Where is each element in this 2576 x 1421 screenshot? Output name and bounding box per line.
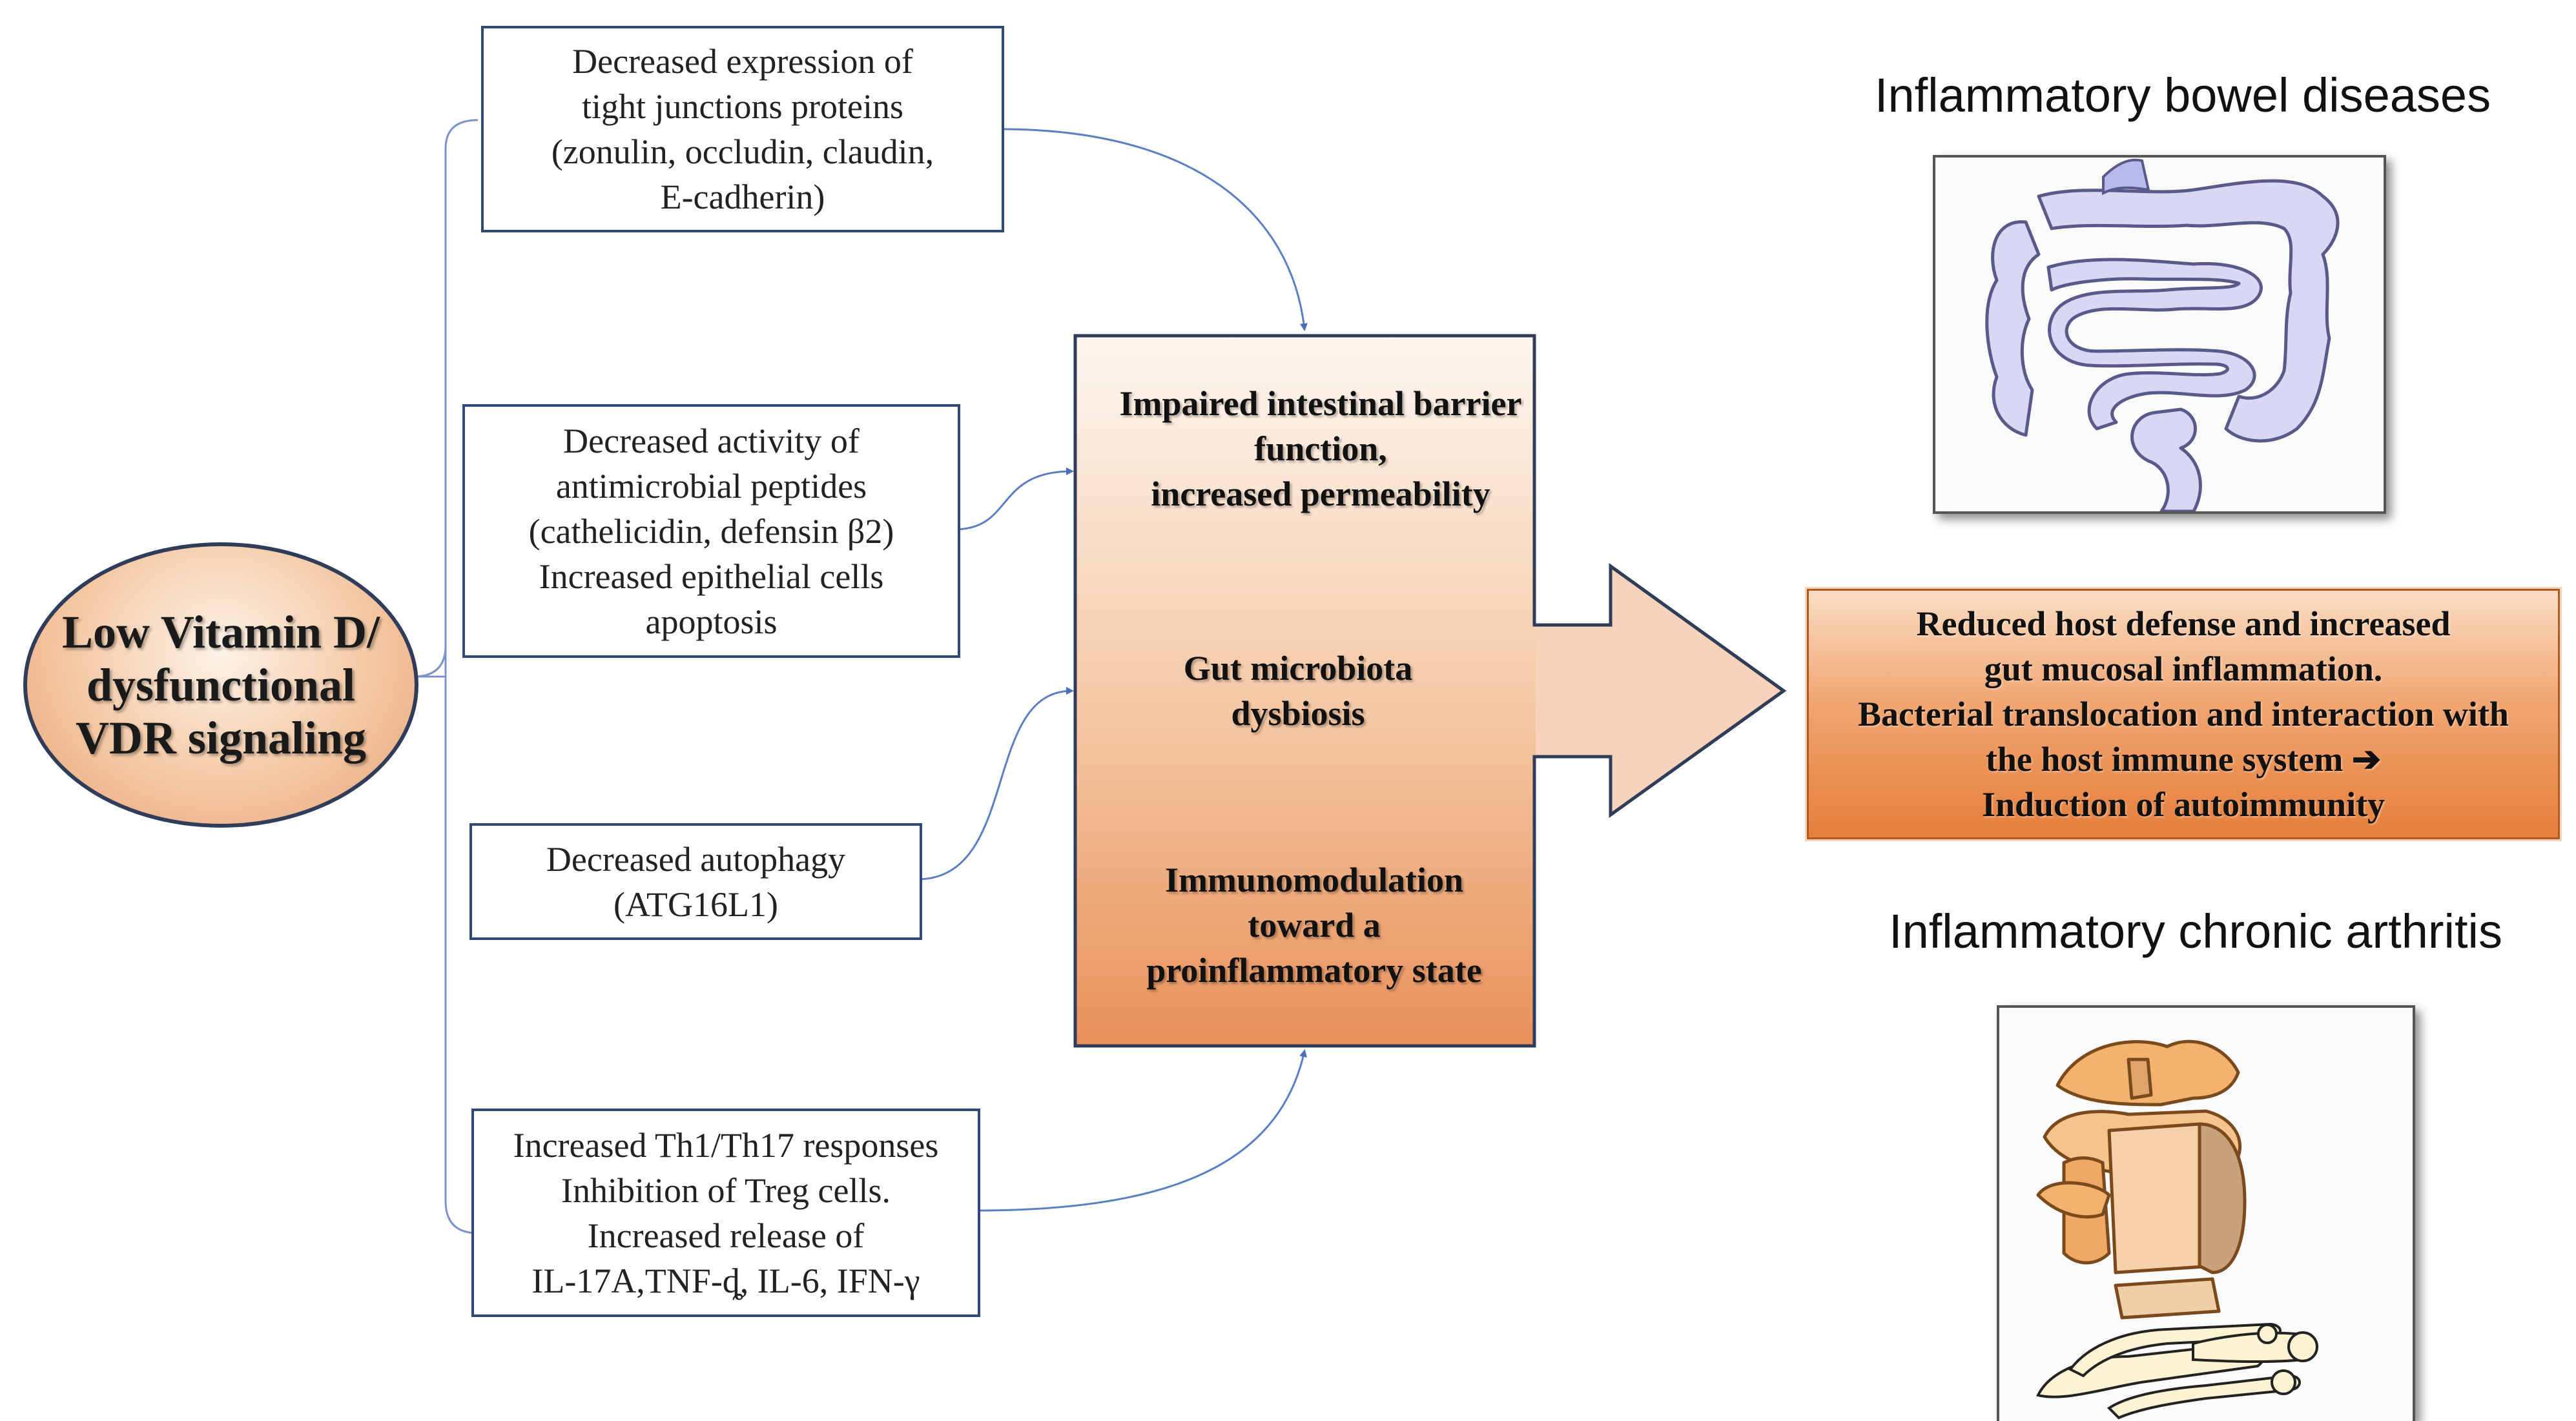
colon-image <box>1933 155 2386 514</box>
center-item-barrier: Impaired intestinal barrier function, in… <box>1098 381 1543 516</box>
center-line: function, <box>1254 429 1387 468</box>
bracket-connector <box>413 119 479 1234</box>
cause-line: (cathelicidin, defensin β2) <box>528 511 894 551</box>
cause-box-autophagy: Decreased autophagy (ATG16L1) <box>469 823 922 940</box>
cause-box-th-responses: Increased Th1/Th17 responses Inhibition … <box>471 1109 980 1317</box>
center-line: Gut microbiota <box>1183 649 1413 688</box>
cause-line: Increased epithelial cells <box>539 557 884 596</box>
cause-line: Increased Th1/Th17 responses <box>513 1125 939 1165</box>
cause-line: apoptosis <box>645 602 778 641</box>
outcome-line: gut mucosal inflammation. <box>1984 649 2383 688</box>
center-item-immunomodulation: Immunomodulation toward a proinflammator… <box>1098 857 1530 993</box>
arrow-antimicrobial <box>954 467 1074 531</box>
cause-line: IL-17A,TNF-ȡ, IL-6, IFN-γ <box>531 1261 920 1300</box>
cause-line: antimicrobial peptides <box>555 466 867 506</box>
cause-line: (zonulin, occludin, claudin, <box>551 132 934 171</box>
outcome-line: Induction of autoimmunity <box>1981 785 2385 824</box>
center-line: increased permeability <box>1151 475 1490 513</box>
cause-line: Inhibition of Treg cells. <box>561 1171 891 1210</box>
spine-hand-icon <box>2036 1039 2318 1420</box>
center-line: Impaired intestinal barrier <box>1119 384 1522 423</box>
center-line: Immunomodulation <box>1164 861 1464 899</box>
center-line: proinflammatory state <box>1146 951 1482 990</box>
root-line: VDR signaling <box>75 712 367 764</box>
root-line: dysfunctional <box>86 659 356 711</box>
low-vitamin-d-oval: Low Vitamin D/ dysfunctional VDR signali… <box>23 542 418 828</box>
arrow-autophagy <box>916 687 1074 881</box>
center-item-dysbiosis: Gut microbiota dysbiosis <box>1098 646 1498 736</box>
cause-line: E-cadherin) <box>660 178 825 216</box>
cause-line: (ATG16L1) <box>613 884 778 924</box>
outcome-line: the host immune system ➔ <box>1985 740 2382 779</box>
arrow-inner-fill <box>1536 569 1780 812</box>
cause-box-tight-junctions: Decreased expression of tight junctions … <box>481 26 1004 232</box>
arthritis-image <box>1997 1005 2415 1421</box>
center-line: toward a <box>1248 906 1381 945</box>
cause-line: tight junctions proteins <box>582 87 903 126</box>
cause-line: Decreased autophagy <box>546 839 846 879</box>
cause-line: Decreased expression of <box>572 42 913 81</box>
colon-icon <box>1985 158 2340 511</box>
outcome-line: Bacterial translocation and interaction … <box>1858 695 2509 733</box>
arrow-tight-junctions <box>999 128 1308 331</box>
ibd-title: Inflammatory bowel diseases <box>1874 68 2491 122</box>
arrow-th-responses <box>974 1049 1307 1212</box>
outcome-line: Reduced host defense and increased <box>1916 604 2451 643</box>
outcome-box: Reduced host defense and increased gut m… <box>1807 589 2560 839</box>
flow-arrows <box>916 128 1308 1212</box>
center-line: dysbiosis <box>1231 694 1365 733</box>
cause-line: Increased release of <box>587 1216 865 1255</box>
cause-box-antimicrobial-peptides: Decreased activity of antimicrobial pept… <box>462 404 960 658</box>
cause-line: Decreased activity of <box>563 421 860 460</box>
arthritis-title: Inflammatory chronic arthritis <box>1889 905 2502 958</box>
root-line: Low Vitamin D/ <box>61 606 380 658</box>
